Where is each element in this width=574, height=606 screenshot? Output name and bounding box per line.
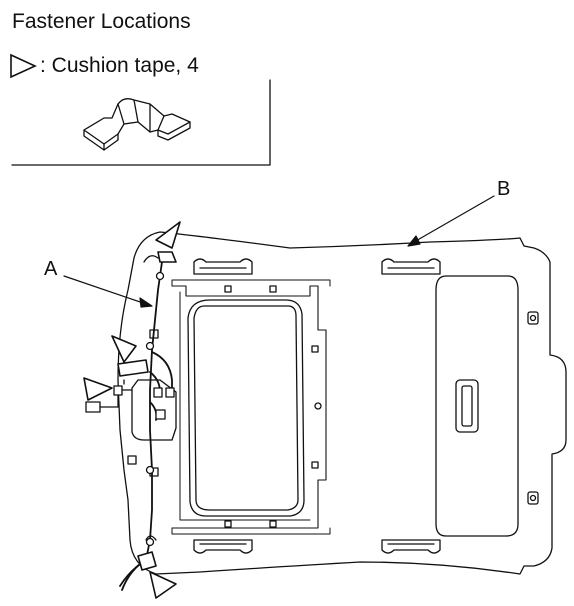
- diagram-title: Fastener Locations: [12, 10, 191, 33]
- visor-clip-bottom-right: [381, 539, 441, 554]
- leader-line-a: [63, 275, 153, 308]
- rear-panel: [435, 275, 519, 537]
- leader-line-b: [407, 195, 495, 247]
- cushion-tape-illustration: [83, 98, 191, 151]
- headliner-outline: [117, 231, 567, 575]
- callout-label-b: B: [497, 178, 511, 200]
- triangle-marker-icon: [10, 53, 37, 79]
- sunroof-opening: [187, 299, 305, 517]
- cushion-tape-marker-2: [111, 335, 149, 377]
- wire-harness-a: [119, 261, 173, 591]
- cushion-tape-marker-3: [83, 377, 113, 401]
- legend-text: : Cushion tape, 4: [40, 54, 199, 77]
- visor-clip-top-left: [193, 258, 253, 275]
- visor-clip-top-right: [381, 258, 441, 275]
- visor-clip-bottom-left: [193, 539, 253, 554]
- legend: : Cushion tape, 4: [8, 52, 199, 80]
- dome-lamp-opening: [455, 379, 479, 433]
- cushion-tape-marker-1: [155, 221, 181, 263]
- cushion-tape-marker-4: [137, 551, 177, 599]
- legend-box-border: [11, 79, 271, 166]
- callout-label-a: A: [44, 258, 58, 280]
